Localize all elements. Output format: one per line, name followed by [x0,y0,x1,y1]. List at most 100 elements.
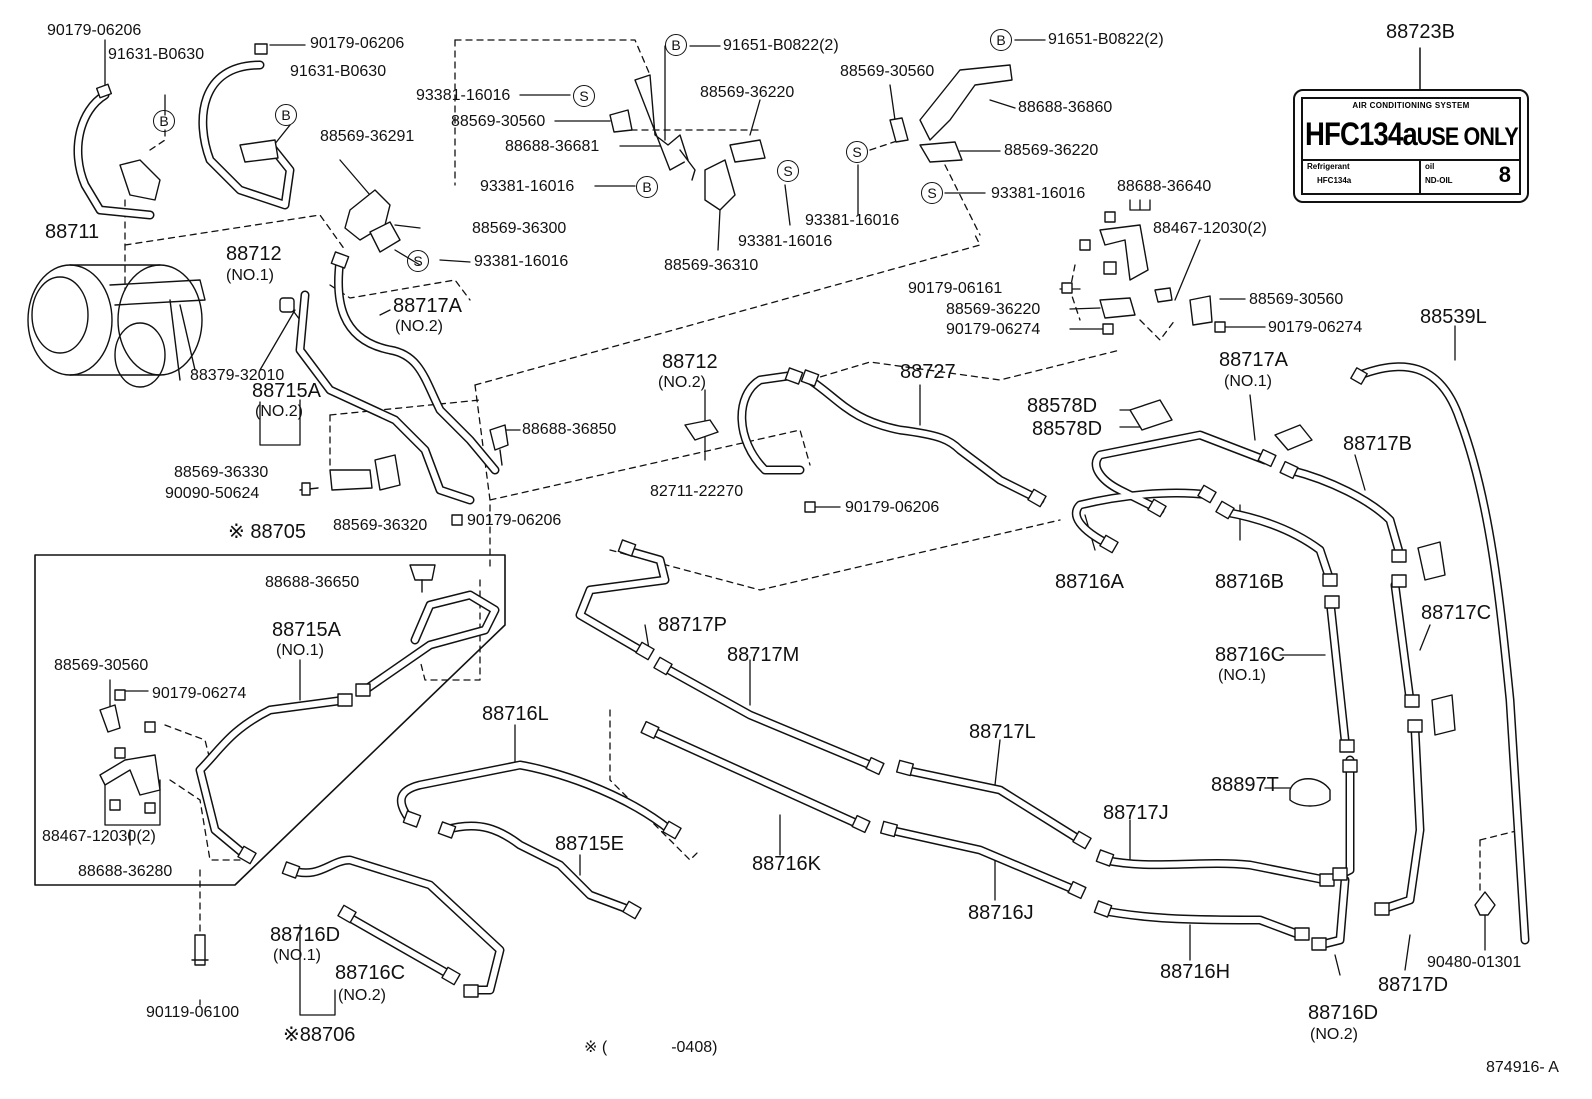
part-label: 88717A [1219,349,1288,371]
part-label: 88717P [658,614,727,636]
part-label: 88717B [1343,433,1412,455]
part-label: 88688-36860 [1018,99,1113,116]
part-number: 88706 [299,1024,356,1046]
part-label-88705: ※ 88705 [228,521,306,543]
part-label: 88578D [1032,418,1103,440]
part-label: 88716H [1160,961,1231,983]
bolt-callout: B [665,34,687,56]
part-label: 88712 [226,243,282,265]
screw-callout: S [846,141,868,163]
refrigerant-decal: AIR CONDITIONING SYSTEM HFC134aUSE ONLY … [1293,89,1529,203]
part-label: (NO.1) [273,947,321,964]
part-label: 90480-01301 [1427,954,1522,971]
part-label-88706: ※88706 [283,1024,356,1046]
part-label: (NO.1) [1224,373,1272,390]
decal-divider [1419,159,1421,193]
part-label: 88569-30560 [840,63,935,80]
decal-refrigerant-value: HFC134a [1317,176,1352,185]
part-label: 90179-06206 [310,35,405,52]
part-label: 88688-36850 [522,421,617,438]
part-label: 88716C [335,962,406,984]
decal-main-text: HFC134aUSE ONLY [1305,116,1519,153]
part-label: (NO.2) [658,374,706,391]
footnote: ※ ( -0408) [584,1040,717,1056]
footnote-range: -0408) [671,1039,718,1056]
part-label: 88716J [968,902,1034,924]
part-label: 88569-36220 [946,301,1041,318]
part-label: 90179-06206 [47,22,142,39]
part-label: 93381-16016 [416,87,511,104]
part-label: 91651-B0822(2) [723,37,839,54]
part-label: 88688-36280 [78,863,173,880]
part-label: 88569-36220 [1004,142,1099,159]
part-label: 88569-30560 [54,657,149,674]
part-label: (NO.2) [338,987,386,1004]
part-label: 88717A [393,295,462,317]
screw-callout: S [407,250,429,272]
screw-callout: S [573,85,595,107]
part-label: (NO.2) [395,318,443,335]
part-label: 90090-50624 [165,485,260,502]
part-label: 88569-36320 [333,517,428,534]
part-label: 90179-06206 [467,512,562,529]
part-label: 88717C [1421,602,1492,624]
part-label: 88539L [1420,306,1487,328]
part-label: 88717D [1378,974,1449,996]
decal-oil-value: ND-OIL [1425,176,1453,185]
part-label: 88688-36650 [265,574,360,591]
hardware [99,64,1496,966]
part-label: 88569-30560 [451,113,546,130]
decal-use-only: USE ONLY [1416,123,1519,151]
part-label: 88569-36300 [472,220,567,237]
footnote-mark: ※ ( [584,1039,608,1056]
part-label: 88711 [45,221,100,243]
part-label: 82711-22270 [650,483,744,500]
decal-refrigerant-type: HFC134a [1305,116,1418,152]
part-label: 90119-06100 [146,1004,240,1021]
part-label: 88717L [969,721,1036,743]
part-label: 88379-32010 [190,367,285,384]
part-label: 88717J [1103,802,1169,824]
part-label: 90179-06161 [908,280,1003,297]
part-label: 91651-B0822(2) [1048,31,1164,48]
part-label: 88716K [752,853,821,875]
part-label: (NO.1) [276,642,324,659]
leader-lines [104,39,1486,1016]
part-label: 90179-06274 [1268,319,1363,336]
part-label: 88569-36220 [700,84,795,101]
part-label: 91631-B0630 [108,46,205,63]
bolt-callout: B [153,110,175,132]
part-label: 88716C [1215,644,1286,666]
part-label: 88717M [727,644,800,666]
part-label: 88467-12030(2) [42,828,156,845]
hose-fittings [95,43,1423,998]
part-label: 90179-06206 [845,499,940,516]
part-label: 90179-06274 [946,321,1041,338]
part-label: 91631-B0630 [290,63,387,80]
decal-refrigerant-label: Refrigerant [1307,162,1350,171]
screw-callout: S [777,160,799,182]
part-label: 88727 [900,361,956,383]
part-label: 88716A [1055,571,1124,593]
diagram-id: 874916- A [1486,1059,1559,1076]
compressor-drawing [27,264,206,388]
hose-pipes [78,60,1530,995]
part-label: 88688-36640 [1117,178,1212,195]
part-label: 93381-16016 [991,185,1086,202]
part-label: 93381-16016 [805,212,900,229]
part-label: 88723B [1386,21,1455,43]
part-label: 88716B [1215,571,1284,593]
part-number: 88705 [250,521,306,543]
screw-callout: S [921,182,943,204]
part-label: 88716L [482,703,549,725]
part-label: 88715A [272,619,341,641]
part-label: 88569-36330 [174,464,269,481]
part-label: 88716D [1308,1002,1379,1024]
part-label: 88712 [662,351,718,373]
inset-box-88705 [34,554,506,886]
part-label: 90179-06274 [152,685,247,702]
bolt-callout: B [990,29,1012,51]
part-label: 88716D [270,924,341,946]
part-label: 88569-30560 [1249,291,1344,308]
